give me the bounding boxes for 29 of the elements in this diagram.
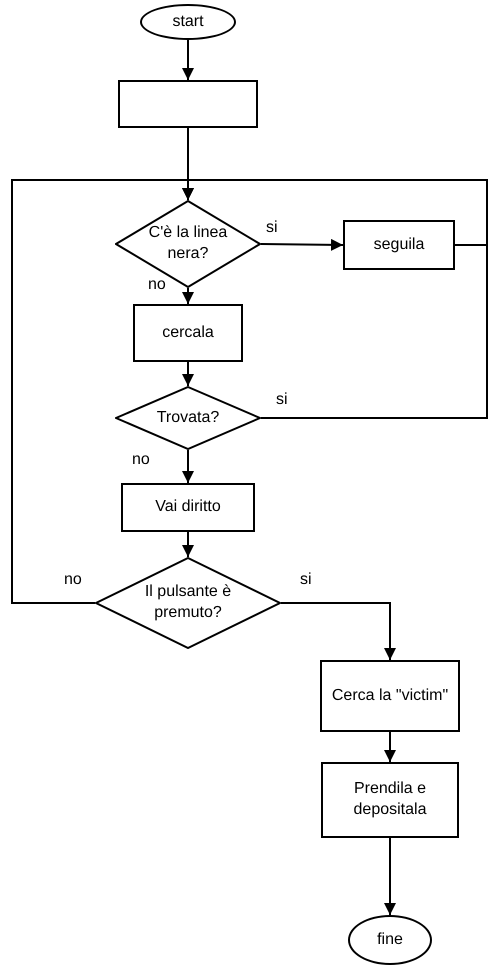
arrow [182, 450, 194, 483]
decision-diamond [115, 200, 261, 288]
decision-diamond [95, 557, 281, 649]
arrow [182, 40, 194, 80]
node-label: Vai diritto [154, 497, 222, 518]
node-label: C'è la linea nera? [148, 223, 228, 264]
node-label: start [171, 12, 205, 32]
arrow [182, 362, 194, 386]
arrow [384, 838, 396, 915]
node-label: seguila [372, 234, 426, 255]
process-box [121, 483, 255, 532]
arrow [281, 602, 396, 660]
process-box [343, 220, 455, 270]
arrow [182, 288, 194, 304]
node-label: Trovata? [156, 408, 220, 428]
decision-diamond [115, 386, 261, 450]
node-label: Il pulsante è premuto? [144, 582, 232, 623]
node-label: Prendila e depositala [352, 779, 428, 820]
arrow [260, 238, 344, 251]
process-box [133, 304, 243, 362]
process-box [320, 660, 460, 732]
arrow [182, 532, 194, 557]
arrow [11, 179, 194, 604]
arrow [384, 732, 396, 762]
process-box [321, 762, 459, 838]
node-label: fine [376, 930, 404, 950]
process-box [118, 80, 258, 128]
node-label: Cerca la "victim" [330, 686, 450, 706]
node-label: cercala [161, 322, 215, 343]
